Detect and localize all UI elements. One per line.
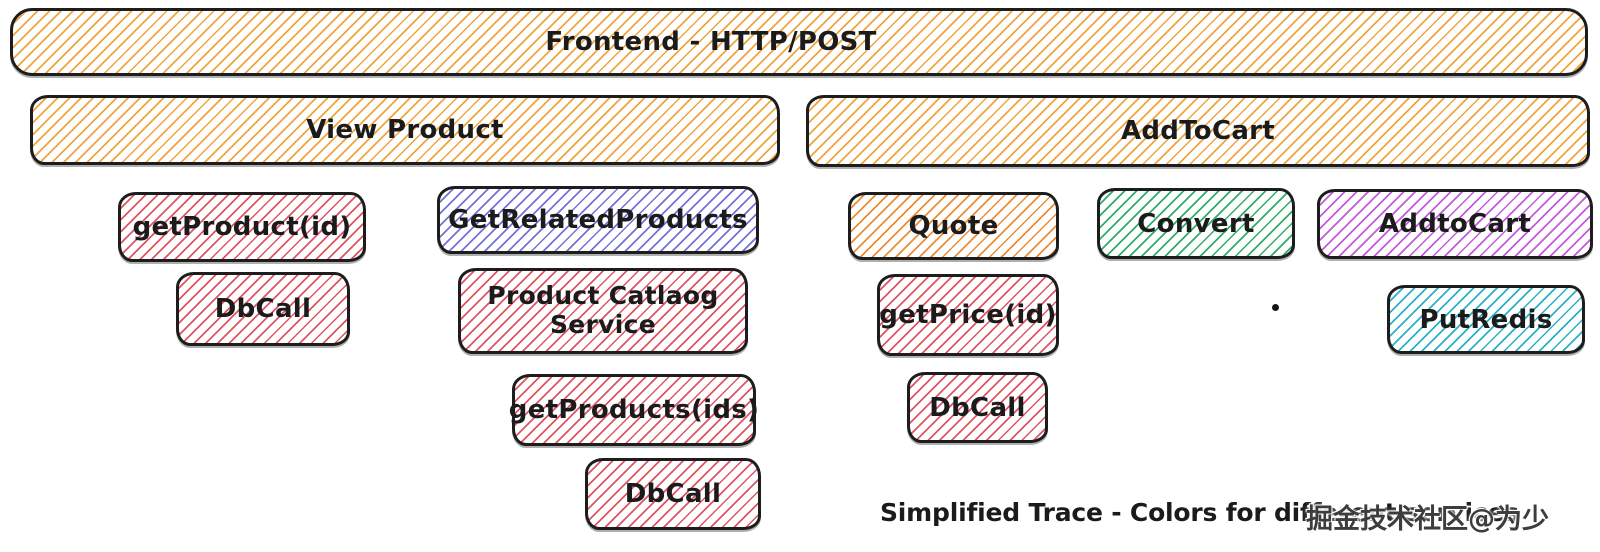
span-label: Convert xyxy=(1137,208,1255,239)
span-label: View Product xyxy=(306,115,504,145)
span-dbcall-1: DbCall xyxy=(176,272,350,346)
span-addtocart-group: AddToCart xyxy=(806,95,1590,167)
span-product-catalog-service: Product Catlaog Service xyxy=(458,268,748,354)
diagram-caption: Simplified Trace - Colors for different … xyxy=(880,498,1519,527)
span-putredis: PutRedis xyxy=(1387,285,1585,354)
span-quote: Quote xyxy=(848,192,1059,260)
span-label: DbCall xyxy=(624,479,722,509)
span-addtocart: AddtoCart xyxy=(1317,189,1593,259)
span-label: Quote xyxy=(908,211,999,241)
span-label: PutRedis xyxy=(1419,304,1553,335)
span-convert: Convert xyxy=(1097,188,1295,259)
span-label: Product Catlaog Service xyxy=(487,281,719,339)
span-getrelatedproducts: GetRelatedProducts xyxy=(437,186,759,254)
span-label: AddtoCart xyxy=(1378,209,1532,239)
span-dbcall-2: DbCall xyxy=(585,458,761,530)
span-dbcall-3: DbCall xyxy=(907,372,1048,443)
span-label: getProducts(ids) xyxy=(508,395,760,425)
span-getprice-id: getPrice(id) xyxy=(877,274,1059,356)
span-label: getProduct(id) xyxy=(132,212,352,242)
span-label: Frontend - HTTP/POST xyxy=(545,27,877,57)
span-frontend-http-post: Frontend - HTTP/POST xyxy=(10,8,1588,76)
span-label: getPrice(id) xyxy=(879,300,1057,330)
span-label: GetRelatedProducts xyxy=(448,205,748,235)
span-getproduct-id: getProduct(id) xyxy=(118,192,366,262)
span-label: DbCall xyxy=(929,392,1026,423)
span-label: AddToCart xyxy=(1120,116,1276,146)
watermark: 掘金技术社区@为少 xyxy=(1306,504,1549,535)
span-view-product: View Product xyxy=(30,95,780,165)
stray-ink-dot xyxy=(1272,304,1279,311)
span-getproducts-ids: getProducts(ids) xyxy=(508,374,760,446)
span-label: DbCall xyxy=(214,294,312,324)
